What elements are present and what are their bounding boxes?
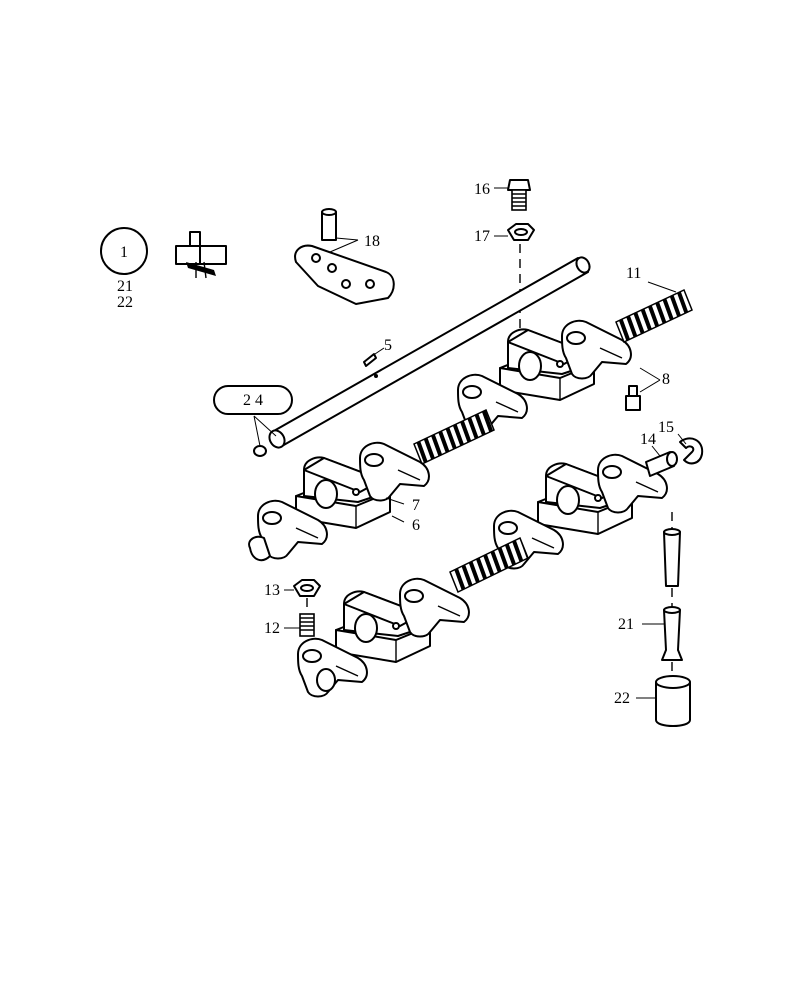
- callout-16-label: 16: [474, 181, 490, 198]
- callout-17-label: 17: [474, 228, 490, 245]
- pin-5: [363, 353, 377, 367]
- clip-left: [248, 535, 271, 562]
- callout-22-bottom-label: 22: [614, 690, 630, 707]
- callout-22-top-label: 22: [117, 294, 133, 311]
- shaft-end-14: [645, 451, 678, 477]
- callout-8-label: 8: [662, 371, 670, 388]
- callout-oval-24: 2 4: [213, 385, 293, 415]
- screw-8: [625, 385, 641, 411]
- spring-upper-mid: [413, 408, 495, 466]
- plug-24: [253, 445, 267, 457]
- spring-11: [615, 288, 693, 344]
- callout-11-label: 11: [626, 265, 641, 282]
- callout-24-label: 2 4: [243, 392, 263, 409]
- callout-21-bottom-label: 21: [618, 616, 634, 633]
- callout-circle-1: 1: [100, 227, 148, 275]
- callout-1-label: 1: [120, 244, 128, 261]
- callout-14-label: 14: [640, 431, 656, 448]
- callout-21-top-label: 21: [117, 278, 133, 295]
- rocker-shaft: [268, 256, 591, 449]
- callout-18-label: 18: [364, 233, 380, 250]
- bolt-16: [507, 179, 531, 211]
- nut-13: [293, 579, 321, 597]
- push-rod-21: [661, 606, 683, 661]
- callout-13-label: 13: [264, 582, 280, 599]
- spring-lower: [449, 536, 529, 594]
- callout-5-label: 5: [384, 337, 392, 354]
- callout-7-label: 7: [412, 497, 420, 514]
- bracket-18: [294, 208, 395, 305]
- callout-12-label: 12: [264, 620, 280, 637]
- callout-6-label: 6: [412, 517, 420, 534]
- adjust-screw-12: [299, 613, 315, 637]
- nut-17: [507, 223, 535, 241]
- tappet-22: [655, 675, 691, 727]
- push-rod-upper: [663, 528, 681, 587]
- mechanism-icon: [175, 231, 227, 279]
- callout-15-label: 15: [658, 419, 674, 436]
- rocker-bore-lower: [316, 668, 336, 692]
- clip-15: [679, 437, 704, 465]
